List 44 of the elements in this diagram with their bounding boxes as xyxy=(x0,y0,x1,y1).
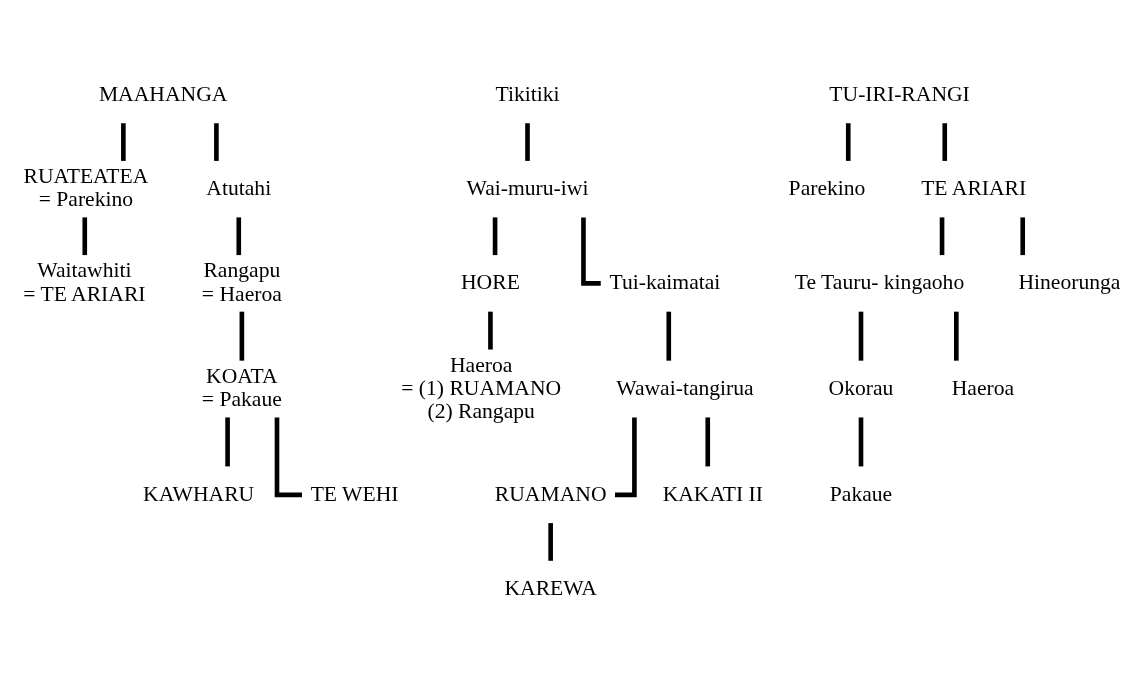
node-text: KAWHARU xyxy=(143,481,255,506)
connector xyxy=(942,123,948,161)
connector xyxy=(705,417,711,467)
connector xyxy=(236,217,242,256)
node-text: Haeroa = (1) RUAMANO (2) Rangapu xyxy=(401,352,562,423)
node-text: Wawai-tangirua xyxy=(616,375,754,400)
connector xyxy=(488,311,493,350)
node-text: Hineorunga xyxy=(1018,270,1121,295)
node-text: KOATA = Pakaue xyxy=(201,364,282,412)
node-text: RUAMANO xyxy=(494,481,607,506)
connector xyxy=(954,311,959,361)
node-text: Parekino xyxy=(788,175,866,200)
node-text: Tui-kaimatai xyxy=(609,270,721,295)
connector xyxy=(225,417,230,467)
connector xyxy=(82,217,88,256)
connector xyxy=(666,311,672,361)
node-text: Te Tauru- kingaoho xyxy=(794,270,965,295)
node-text: TE ARIARI xyxy=(921,175,1027,200)
connector xyxy=(858,311,864,361)
node-text: Rangapu = Haeroa xyxy=(201,258,282,306)
node-text: TE WEHI xyxy=(310,481,399,506)
node-text: RUATEATEA = Parekino xyxy=(23,164,149,212)
connector xyxy=(845,123,851,161)
node-text: TU-IRI-RANGI xyxy=(829,81,970,106)
connector xyxy=(858,417,864,467)
connector xyxy=(525,123,530,161)
node-text: Pakaue xyxy=(829,481,893,506)
connector xyxy=(548,523,553,561)
connector xyxy=(214,123,219,161)
node-text: MAAHANGA xyxy=(98,81,228,106)
node-text: Tikitiki xyxy=(495,81,560,106)
node-text: KAKATI II xyxy=(662,481,763,506)
node-text: Okorau xyxy=(828,375,894,400)
node-text: Haeroa xyxy=(951,375,1015,400)
node-text: Wai-muru-iwi xyxy=(466,175,589,200)
connector xyxy=(121,123,126,161)
node-text: Waitawhiti = TE ARIARI xyxy=(23,258,146,306)
connector xyxy=(492,217,498,256)
connector xyxy=(239,311,245,361)
connector xyxy=(939,217,945,256)
node-text: KAREWA xyxy=(504,575,597,600)
node-text: Atutahi xyxy=(206,175,272,200)
connector xyxy=(1020,217,1026,256)
node-text: HORE xyxy=(461,270,520,295)
